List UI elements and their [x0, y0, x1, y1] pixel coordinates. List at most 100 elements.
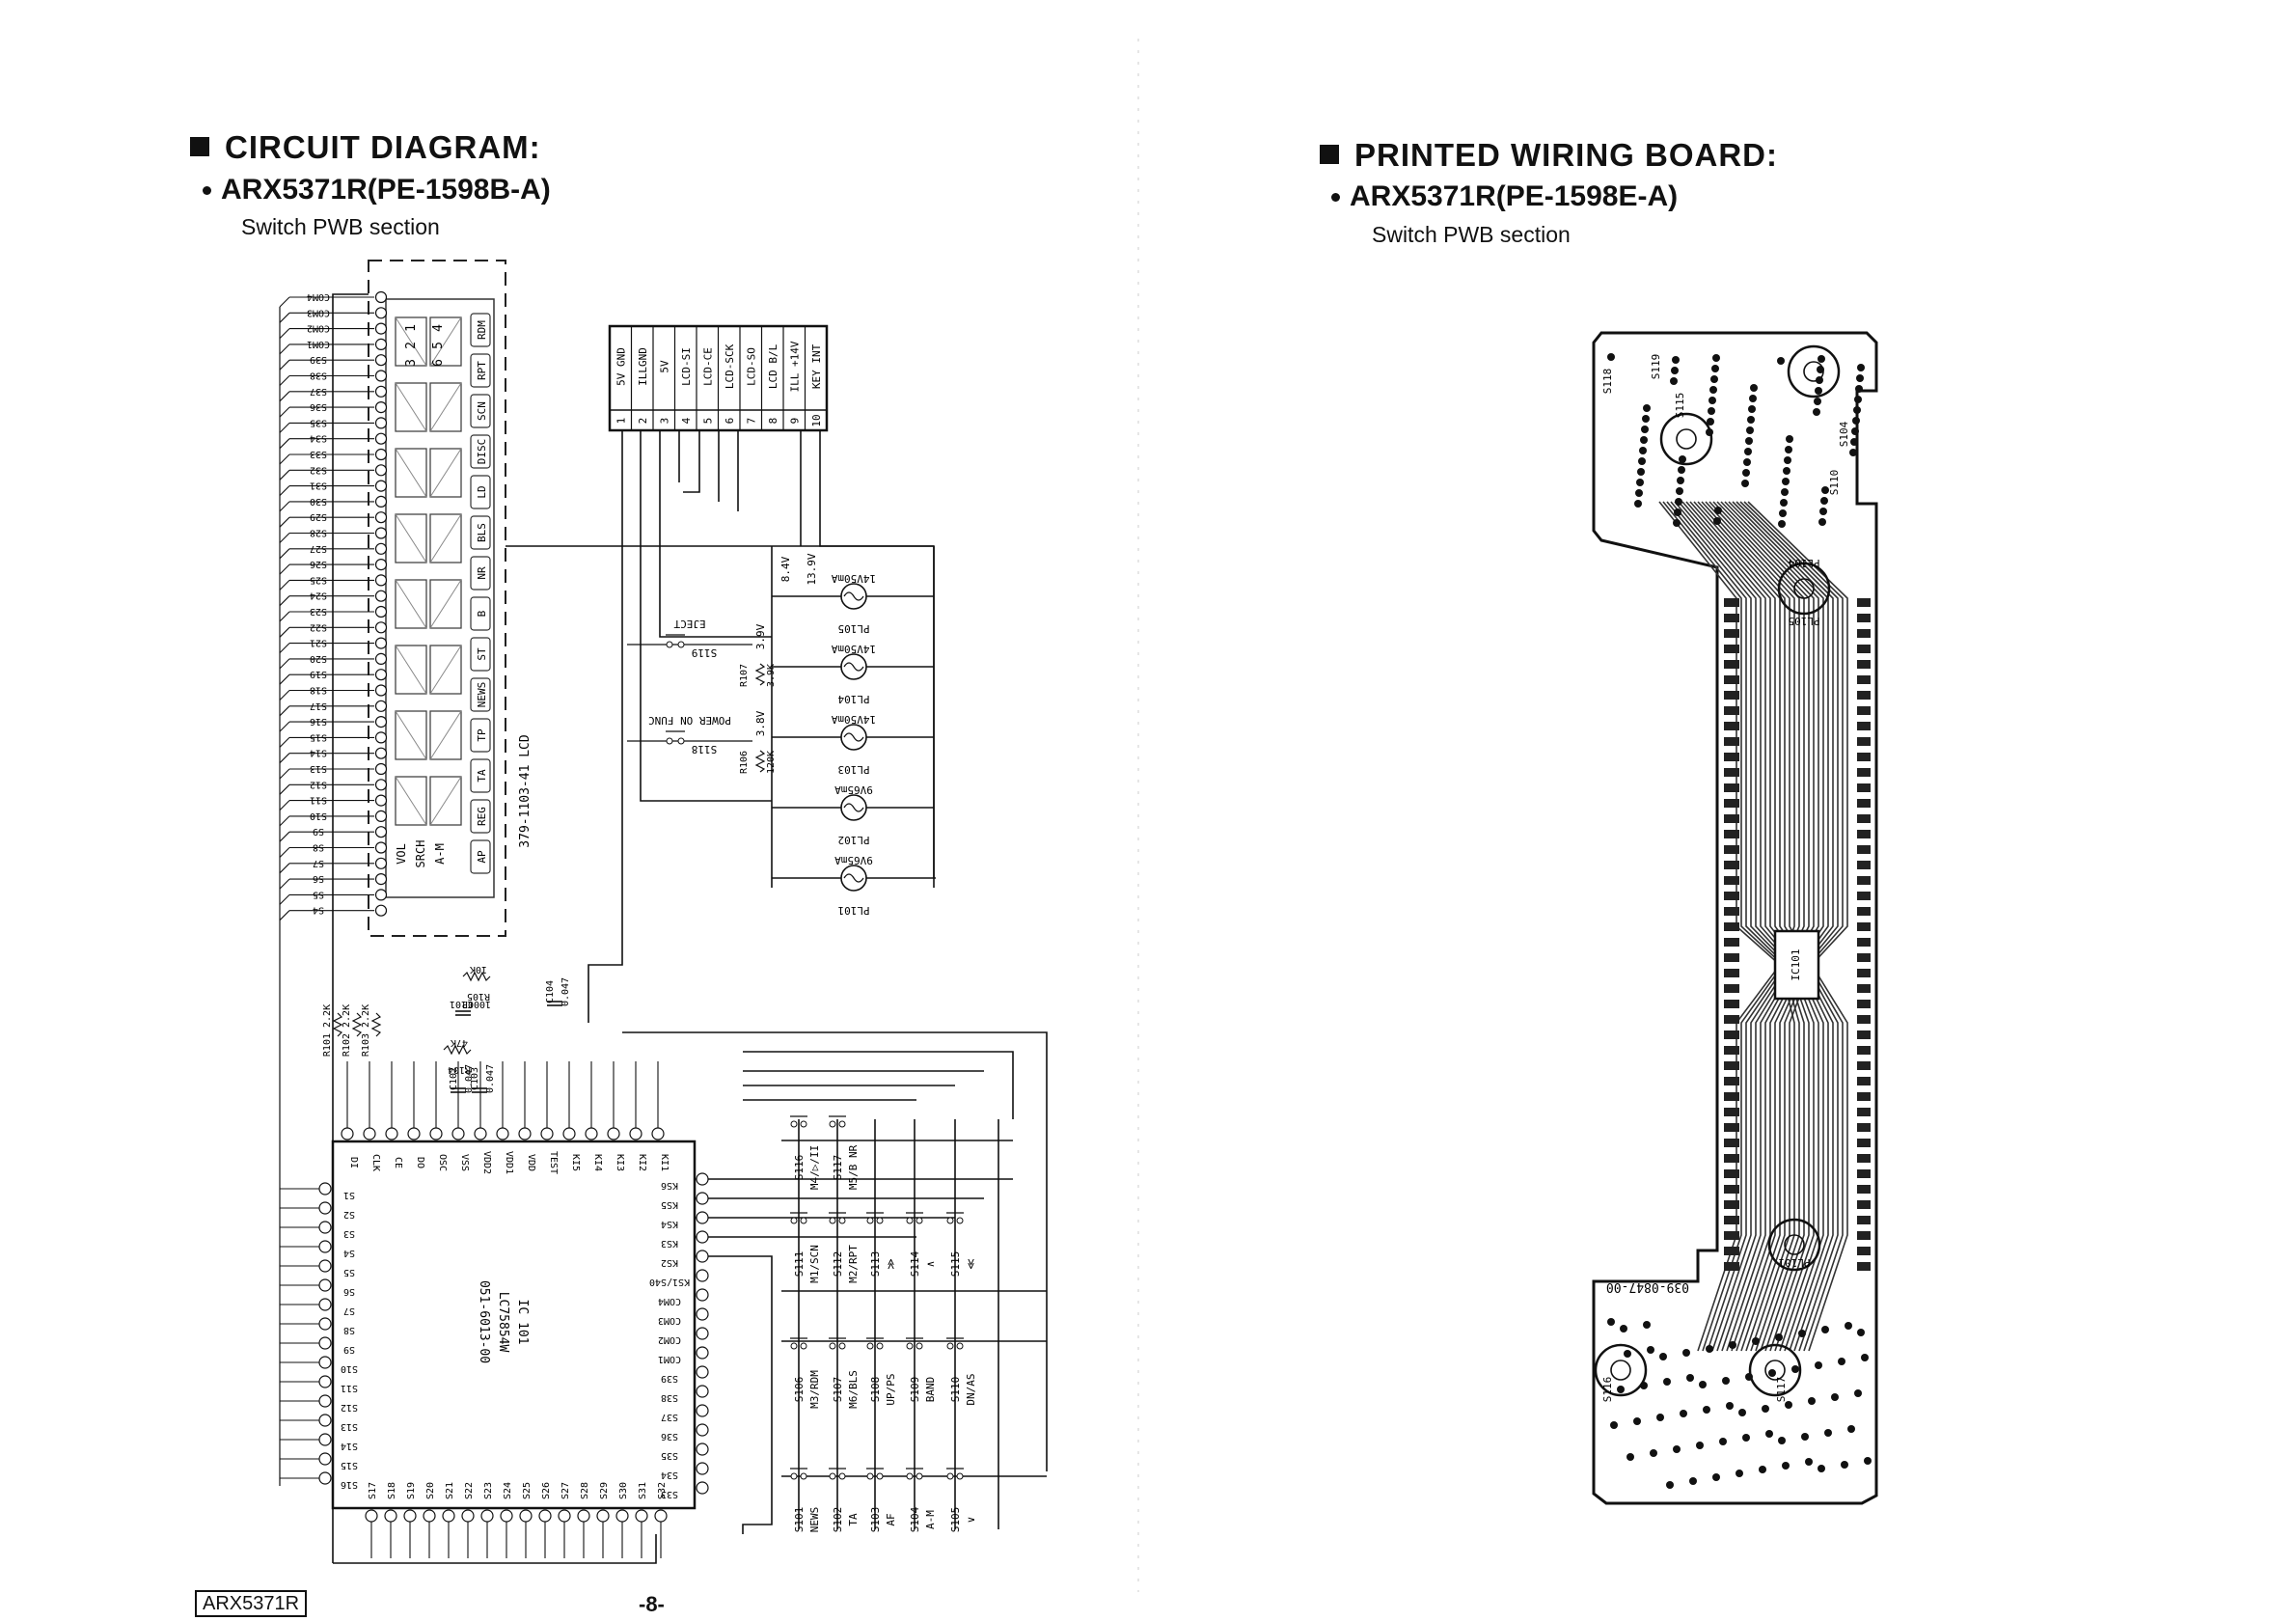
wiring-model-label: ARX5371R(PE-1598E-A)	[1331, 180, 1678, 213]
lcd-bus-label: S27	[310, 543, 327, 554]
lamp-filament	[843, 803, 864, 812]
pwb-pad	[1857, 1247, 1871, 1255]
pwb-label: S104	[1838, 421, 1850, 447]
switch-contact	[800, 1120, 807, 1128]
pwb-via	[1722, 1377, 1730, 1385]
switch-func: M6/BLS	[847, 1370, 860, 1409]
switch-func: AF	[885, 1513, 897, 1525]
pwb-pad	[1857, 691, 1871, 700]
pwb-pad	[1857, 1030, 1871, 1039]
voltage-label: 3.9V	[754, 623, 767, 649]
lcd-indicator-box	[470, 475, 491, 509]
ic-part: LC75854W	[496, 1292, 510, 1353]
pwb-label: S117	[1775, 1377, 1788, 1403]
pwb-label: PL101	[1778, 1256, 1810, 1269]
switch-ref: S107	[832, 1377, 844, 1403]
lcd-pin-terminal	[374, 385, 388, 398]
lamp-filament	[843, 873, 864, 883]
ic-pin-terminal	[318, 1471, 332, 1485]
ic-pin-terminal	[318, 1336, 332, 1350]
ic-pin-label: S17	[368, 1482, 378, 1499]
connector-pin-number: 8	[767, 418, 779, 425]
pwb-pad	[1724, 660, 1739, 669]
pwb-pad	[1724, 892, 1739, 900]
connector-signal-label: LCD B/L	[767, 343, 779, 389]
ic-pin-label: S7	[343, 1305, 355, 1316]
switch-ref: S116	[793, 1155, 806, 1181]
lcd-indicator-label: AP	[476, 850, 488, 864]
ic-pin-label: COM2	[658, 1334, 681, 1345]
lcd-bus-bend	[279, 359, 290, 371]
switch-ref: S111	[793, 1251, 806, 1278]
pwb-via	[1729, 1341, 1736, 1349]
switch-ref: S102	[832, 1507, 844, 1533]
resistor-val: 47K	[451, 1037, 468, 1048]
lcd-indicator-label: SCN	[476, 401, 488, 421]
pwb-via	[1643, 404, 1651, 412]
connector-pin-number: 9	[788, 418, 801, 425]
lcd-pin-terminal	[374, 574, 388, 587]
pwb-via	[1762, 1405, 1769, 1413]
lcd-pin-terminal	[374, 762, 388, 776]
printed-wiring-board: S118S119S104S110S115PL105PL104PL101IC101…	[1592, 331, 1878, 1505]
ic-pin-label: S1	[343, 1190, 355, 1200]
pwb-pad	[1857, 953, 1871, 962]
connector-pin-number: 1	[615, 418, 627, 425]
lcd-bus-bend	[279, 783, 290, 795]
ic-pin-terminal	[318, 1433, 332, 1446]
pwb-pad	[1857, 1000, 1871, 1008]
pwb-via	[1639, 447, 1647, 454]
ic-pin-terminal	[654, 1509, 668, 1523]
lcd-pin-terminal	[374, 307, 388, 319]
pwb-via	[1708, 407, 1715, 415]
lcd-preset-digit: 4	[431, 324, 446, 332]
lcd-bus-bend	[279, 611, 290, 622]
ic-pin-label: KS6	[661, 1180, 678, 1191]
ic-pin-label: S31	[638, 1482, 648, 1499]
switch-func: ≫	[885, 1258, 897, 1270]
lcd-pin-terminal	[374, 401, 388, 414]
capacitor-val: 0.047	[485, 1064, 496, 1093]
pwb-pad	[1724, 969, 1739, 977]
pwb-footprint	[1767, 1218, 1821, 1272]
pwb-footprint	[1777, 562, 1831, 616]
pwb-via	[1815, 387, 1822, 395]
pwb-via	[1679, 455, 1686, 463]
pwb-footprint-inner	[1793, 578, 1815, 599]
connector-pin-number: 6	[724, 418, 736, 425]
pwb-via	[1752, 1337, 1760, 1345]
ic-pin-terminal	[696, 1288, 709, 1302]
wire-ks2	[695, 1255, 773, 1534]
switch-contact	[666, 641, 673, 648]
lcd-digit-cell	[429, 776, 462, 826]
switch-func: EJECT	[673, 618, 705, 630]
pwb-pad	[1724, 691, 1739, 700]
pwb-via	[1626, 1453, 1634, 1461]
lcd-indicator-box	[470, 394, 491, 428]
pwb-via	[1641, 426, 1649, 433]
lcd-pin-terminal	[374, 542, 388, 555]
pwb-via	[1786, 435, 1793, 443]
ic-pin-label: S25	[522, 1482, 533, 1499]
switch-ref: S106	[793, 1377, 806, 1403]
connector-signal-label: ILL +14V	[788, 341, 801, 392]
connector-signal-label: ILLGND	[637, 347, 649, 386]
lcd-bus-label: S17	[310, 701, 327, 711]
switch-contact	[916, 1342, 923, 1350]
lcd-bus-bend	[279, 847, 290, 858]
lcd-pin-terminal	[374, 779, 388, 791]
lamp-filament	[843, 732, 864, 742]
pwb-label: S116	[1601, 1377, 1614, 1403]
pwb-via	[1742, 1434, 1750, 1442]
pwb-footprint	[1659, 412, 1713, 466]
pwb-via	[1818, 355, 1825, 363]
lcd-pin-terminal	[374, 480, 388, 492]
ic-pin-label: KI3	[615, 1154, 625, 1171]
pwb-via	[1680, 1410, 1687, 1417]
lcd-pin-terminal	[374, 464, 388, 477]
switch-contact	[866, 1217, 874, 1224]
pwb-via	[1713, 517, 1721, 525]
lcd-bus-bend	[279, 580, 290, 591]
